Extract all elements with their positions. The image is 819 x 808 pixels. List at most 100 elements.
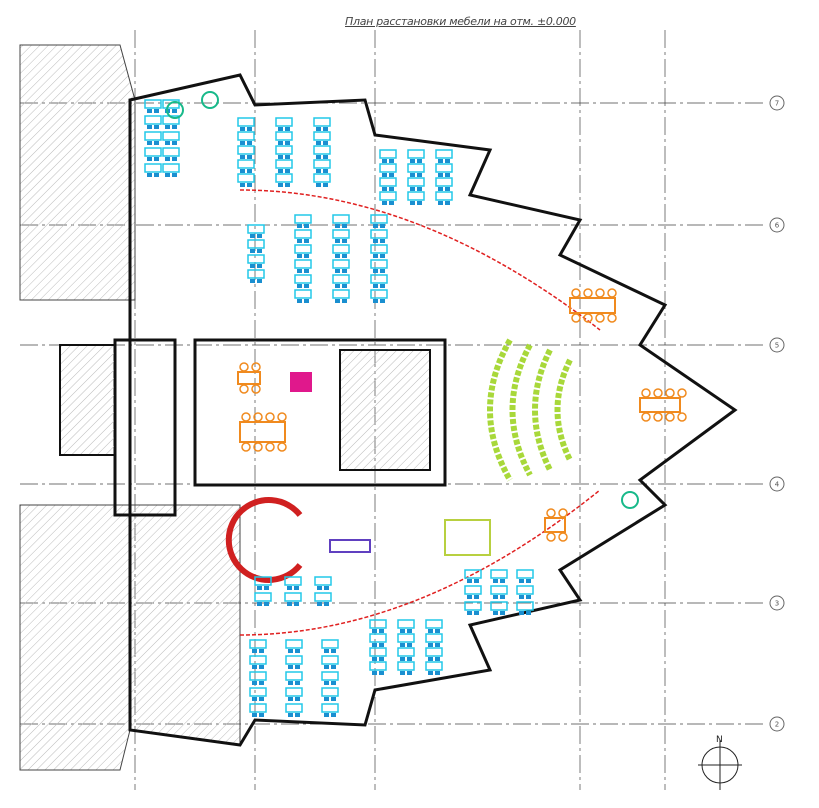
chair bbox=[147, 125, 152, 129]
chair bbox=[435, 671, 440, 675]
chair bbox=[297, 299, 302, 303]
desk bbox=[247, 239, 265, 249]
chair bbox=[380, 224, 385, 228]
desk bbox=[144, 147, 162, 157]
chair bbox=[240, 183, 245, 187]
chair bbox=[526, 611, 531, 615]
chair bbox=[607, 288, 617, 298]
lounge-sofa bbox=[444, 519, 491, 556]
chair bbox=[165, 141, 170, 145]
chair bbox=[438, 159, 443, 163]
chair bbox=[259, 681, 264, 685]
chair bbox=[323, 155, 328, 159]
desk bbox=[254, 592, 272, 602]
chair bbox=[467, 579, 472, 583]
chair bbox=[324, 665, 329, 669]
chair bbox=[558, 532, 568, 542]
chair bbox=[147, 173, 152, 177]
chair bbox=[583, 288, 593, 298]
chair bbox=[154, 141, 159, 145]
chair bbox=[546, 532, 556, 542]
chair bbox=[641, 388, 651, 398]
chair bbox=[438, 173, 443, 177]
desk bbox=[275, 159, 293, 169]
stair-core bbox=[339, 349, 431, 471]
lounge-table bbox=[621, 491, 639, 509]
desk bbox=[284, 576, 302, 586]
meeting-table bbox=[569, 297, 616, 314]
chair bbox=[373, 239, 378, 243]
chair bbox=[240, 169, 245, 173]
desk bbox=[144, 163, 162, 173]
desk bbox=[285, 639, 303, 649]
chair bbox=[445, 187, 450, 191]
chair bbox=[257, 586, 262, 590]
desk bbox=[379, 191, 397, 201]
chair bbox=[379, 657, 384, 661]
north-arrow: N bbox=[698, 735, 742, 790]
chair bbox=[154, 157, 159, 161]
chair bbox=[389, 201, 394, 205]
desk bbox=[247, 254, 265, 264]
chair bbox=[324, 602, 329, 606]
chair bbox=[382, 187, 387, 191]
chair bbox=[240, 155, 245, 159]
desk bbox=[314, 576, 332, 586]
chair bbox=[297, 254, 302, 258]
chair bbox=[265, 412, 275, 422]
desk bbox=[285, 703, 303, 713]
chair bbox=[526, 579, 531, 583]
chair bbox=[247, 155, 252, 159]
chair bbox=[500, 595, 505, 599]
desk bbox=[369, 661, 387, 671]
desk bbox=[275, 145, 293, 155]
desk bbox=[237, 131, 255, 141]
chair bbox=[417, 187, 422, 191]
furniture bbox=[144, 91, 687, 717]
chair bbox=[373, 254, 378, 258]
chair bbox=[372, 657, 377, 661]
chair bbox=[324, 713, 329, 717]
chair bbox=[317, 586, 322, 590]
chair bbox=[380, 284, 385, 288]
desk bbox=[397, 647, 415, 657]
chair bbox=[295, 681, 300, 685]
chair bbox=[323, 169, 328, 173]
chair bbox=[323, 141, 328, 145]
chair bbox=[287, 602, 292, 606]
chair bbox=[278, 169, 283, 173]
desk bbox=[275, 117, 293, 127]
north-label: N bbox=[716, 735, 723, 745]
chair bbox=[294, 602, 299, 606]
desk bbox=[237, 117, 255, 127]
chair bbox=[257, 264, 262, 268]
chair bbox=[407, 671, 412, 675]
desk bbox=[425, 647, 443, 657]
desk bbox=[162, 163, 180, 173]
desk bbox=[464, 569, 482, 579]
chair bbox=[316, 127, 321, 131]
chair bbox=[259, 665, 264, 669]
chair bbox=[172, 109, 177, 113]
desk bbox=[294, 259, 312, 269]
desk bbox=[275, 131, 293, 141]
desk bbox=[516, 569, 534, 579]
chair bbox=[665, 388, 675, 398]
chair bbox=[380, 239, 385, 243]
chair bbox=[172, 157, 177, 161]
chair bbox=[342, 254, 347, 258]
chair bbox=[677, 412, 687, 422]
chair bbox=[285, 169, 290, 173]
chair bbox=[252, 697, 257, 701]
desk bbox=[144, 99, 162, 109]
chair bbox=[410, 159, 415, 163]
desk bbox=[425, 619, 443, 629]
chair bbox=[382, 159, 387, 163]
chair bbox=[400, 657, 405, 661]
chair bbox=[410, 201, 415, 205]
chair bbox=[247, 183, 252, 187]
chair bbox=[172, 125, 177, 129]
chair bbox=[278, 141, 283, 145]
chair bbox=[288, 649, 293, 653]
desk bbox=[490, 601, 508, 611]
